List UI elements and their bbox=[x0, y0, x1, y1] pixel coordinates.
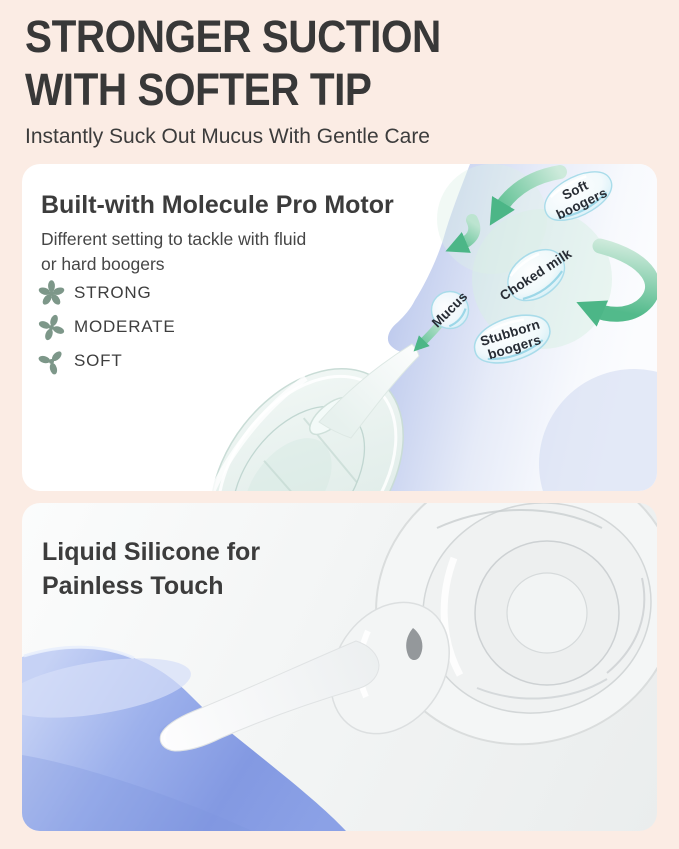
header: STRONGER SUCTION WITH SOFTER TIP Instant… bbox=[25, 10, 487, 149]
vent-hole bbox=[406, 628, 423, 661]
flow-arrow-left-icon bbox=[445, 214, 481, 253]
mode-soft-label: SOFT bbox=[74, 351, 123, 370]
tip-highlight bbox=[163, 728, 169, 745]
suction-illustration: Soft boogers Choked milk Mucus Stubborn … bbox=[201, 164, 657, 491]
silicone-tip bbox=[159, 640, 380, 752]
mode-moderate-label: MODERATE bbox=[74, 317, 176, 336]
title-line-1: STRONGER SUCTION bbox=[25, 11, 441, 62]
mode-moderate: MODERATE bbox=[38, 310, 175, 344]
card1-description-line2: or hard boogers bbox=[41, 254, 165, 274]
motor-feature-card: Soft boogers Choked milk Mucus Stubborn … bbox=[22, 164, 657, 491]
suction-modes-list: STRONG MODERATE bbox=[38, 276, 175, 378]
page-subtitle: Instantly Suck Out Mucus With Gentle Car… bbox=[25, 125, 430, 148]
fan-5-blades-icon bbox=[38, 279, 65, 305]
aspirator-tip bbox=[318, 343, 420, 439]
mode-strong-label: STRONG bbox=[74, 283, 152, 302]
mode-strong: STRONG bbox=[38, 276, 175, 310]
bubble-mucus: Mucus bbox=[429, 289, 471, 331]
card1-description-line1: Different setting to tackle with fluid bbox=[41, 229, 307, 249]
fan-4-blades-icon bbox=[38, 314, 65, 340]
page-title: STRONGER SUCTION WITH SOFTER TIP bbox=[25, 10, 441, 116]
card2-heading-line1: Liquid Silicone for bbox=[42, 538, 261, 566]
card1-heading: Built-with Molecule Pro Motor bbox=[41, 191, 394, 219]
card1-description: Different setting to tackle with fluid or… bbox=[41, 227, 306, 277]
fan-3-blades-icon bbox=[38, 350, 62, 374]
card2-heading-line2: Painless Touch bbox=[42, 572, 224, 600]
silicone-illustration bbox=[22, 503, 657, 831]
bubble-soft-boogers: Soft boogers bbox=[544, 171, 613, 222]
title-line-2: WITH SOFTER TIP bbox=[25, 64, 372, 115]
aspirator-device bbox=[201, 343, 420, 491]
suction-arrow-icon bbox=[413, 322, 442, 352]
bubble-stubborn-boogers: Stubborn boogers bbox=[473, 314, 551, 364]
flow-arrow-top-icon bbox=[489, 165, 567, 226]
aspirator-body-photo bbox=[330, 503, 657, 746]
mode-soft: SOFT bbox=[38, 344, 175, 378]
flow-arrow-right-icon bbox=[576, 238, 657, 327]
lavender-wash bbox=[539, 369, 657, 491]
